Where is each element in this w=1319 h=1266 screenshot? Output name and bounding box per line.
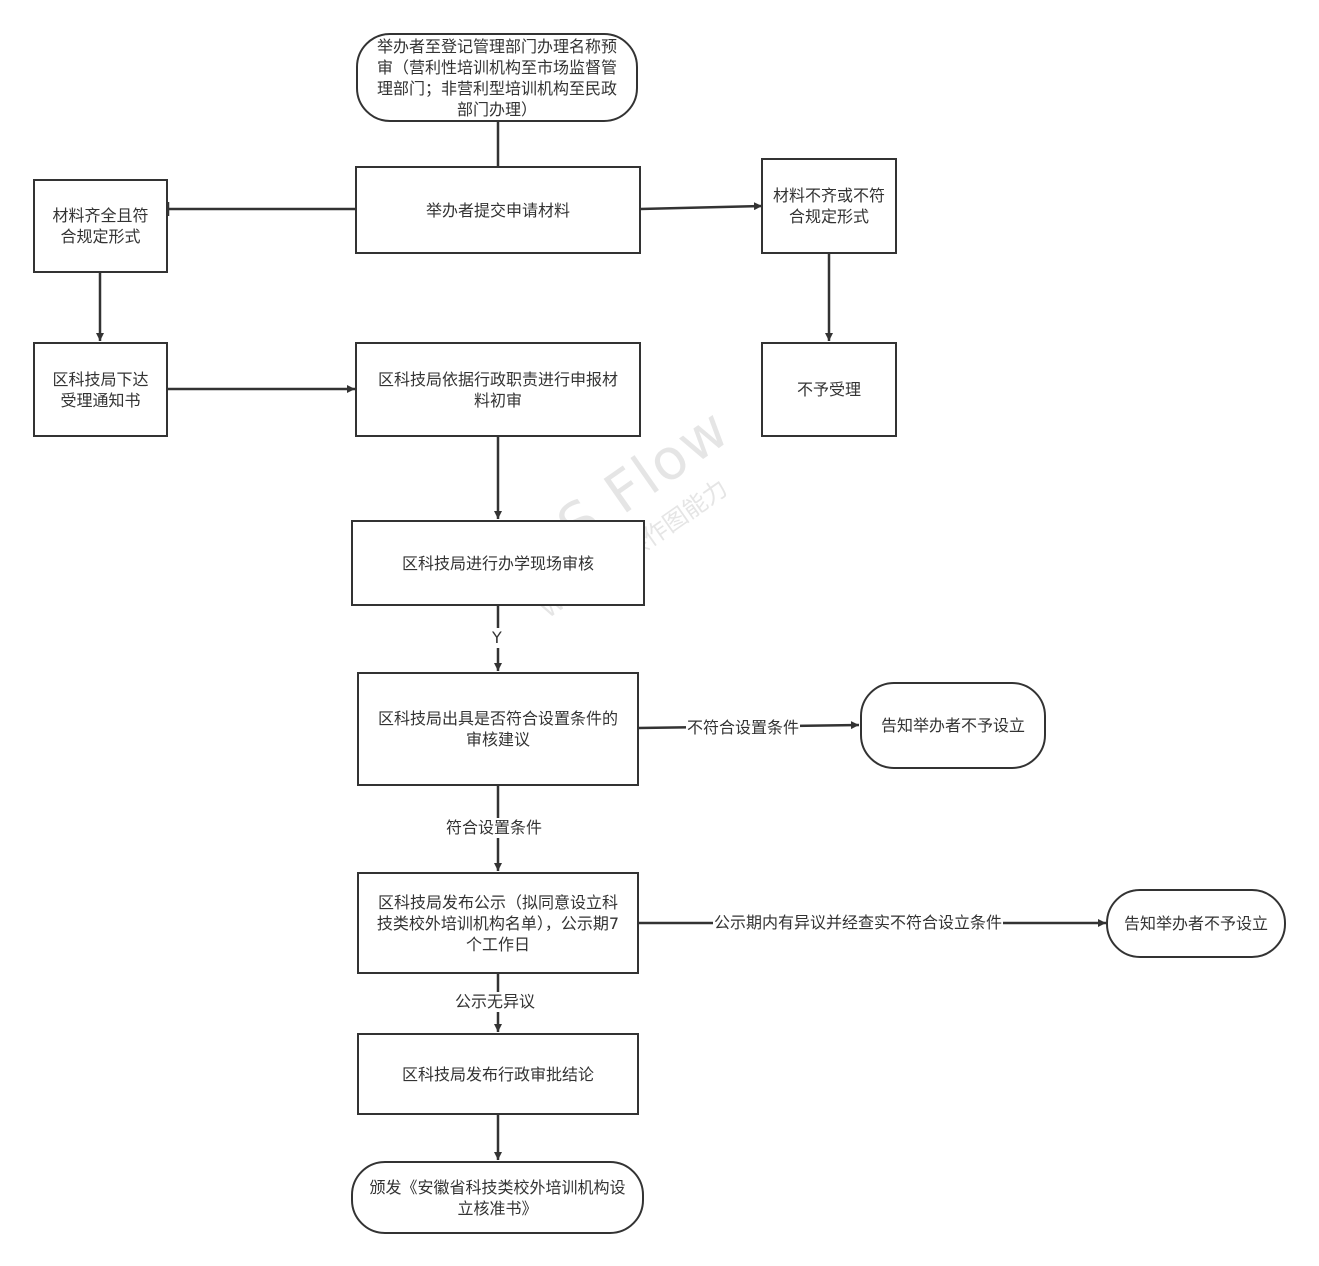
node-publicity[interactable]: 区科技局发布公示（拟同意设立科技类校外培训机构名单），公示期7个工作日 bbox=[357, 872, 639, 974]
node-opinion[interactable]: 区科技局出具是否符合设置条件的审核建议 bbox=[357, 672, 639, 786]
node-conclusion-text: 区科技局发布行政审批结论 bbox=[401, 1064, 594, 1084]
node-initial-review[interactable]: 区科技局依据行政职责进行申报材料初审 bbox=[355, 342, 641, 437]
edge-label-no-objection: 公示无异议 bbox=[454, 992, 537, 1012]
node-reject1[interactable]: 告知举办者不予设立 bbox=[860, 682, 1046, 769]
node-incomplete-text: 材料不齐或不符合规定形式 bbox=[773, 186, 886, 226]
node-submit-text: 举办者提交申请材料 bbox=[425, 200, 570, 220]
node-notice-text: 区科技局下达受理通知书 bbox=[52, 369, 149, 410]
edge-submit-incomplete bbox=[639, 202, 763, 211]
node-certificate-text: 颁发《安徽省科技类校外培训机构设立核准书》 bbox=[369, 1177, 626, 1218]
node-start[interactable]: 举办者至登记管理部门办理名称预审（营利性培训机构至市场监督管理部门；非营利型培训… bbox=[356, 33, 638, 122]
node-complete-text: 材料齐全且符合规定形式 bbox=[52, 206, 149, 246]
node-site-review[interactable]: 区科技局进行办学现场审核 bbox=[351, 520, 645, 606]
node-opinion-text: 区科技局出具是否符合设置条件的审核建议 bbox=[377, 709, 618, 749]
node-incomplete[interactable]: 材料不齐或不符合规定形式 bbox=[761, 158, 897, 254]
node-start-text: 举办者至登记管理部门办理名称预审（营利性培训机构至市场监督管理部门；非营利型培训… bbox=[376, 36, 617, 119]
node-notice[interactable]: 区科技局下达受理通知书 bbox=[33, 342, 168, 437]
node-site-review-text: 区科技局进行办学现场审核 bbox=[401, 553, 594, 573]
edge-label-objection: 公示期内有异议并经查实不符合设立条件 bbox=[713, 913, 1004, 933]
node-reject2-text: 告知举办者不予设立 bbox=[1123, 914, 1268, 933]
node-reject1-text: 告知举办者不予设立 bbox=[880, 716, 1025, 735]
edge-label-yes: Y bbox=[491, 628, 503, 648]
node-not-accepted-text: 不予受理 bbox=[796, 380, 861, 399]
node-submit[interactable]: 举办者提交申请材料 bbox=[355, 166, 641, 254]
node-initial-review-text: 区科技局依据行政职责进行申报材料初审 bbox=[377, 369, 618, 410]
node-certificate[interactable]: 颁发《安徽省科技类校外培训机构设立核准书》 bbox=[351, 1161, 644, 1234]
edge-label-not-meet: 不符合设置条件 bbox=[686, 718, 801, 738]
node-publicity-text: 区科技局发布公示（拟同意设立科技类校外培训机构名单），公示期7个工作日 bbox=[376, 892, 620, 954]
edge-label-meet: 符合设置条件 bbox=[445, 818, 544, 838]
node-conclusion[interactable]: 区科技局发布行政审批结论 bbox=[357, 1033, 639, 1115]
node-not-accepted[interactable]: 不予受理 bbox=[761, 342, 897, 437]
node-complete[interactable]: 材料齐全且符合规定形式 bbox=[33, 179, 168, 273]
node-reject2[interactable]: 告知举办者不予设立 bbox=[1106, 889, 1286, 958]
